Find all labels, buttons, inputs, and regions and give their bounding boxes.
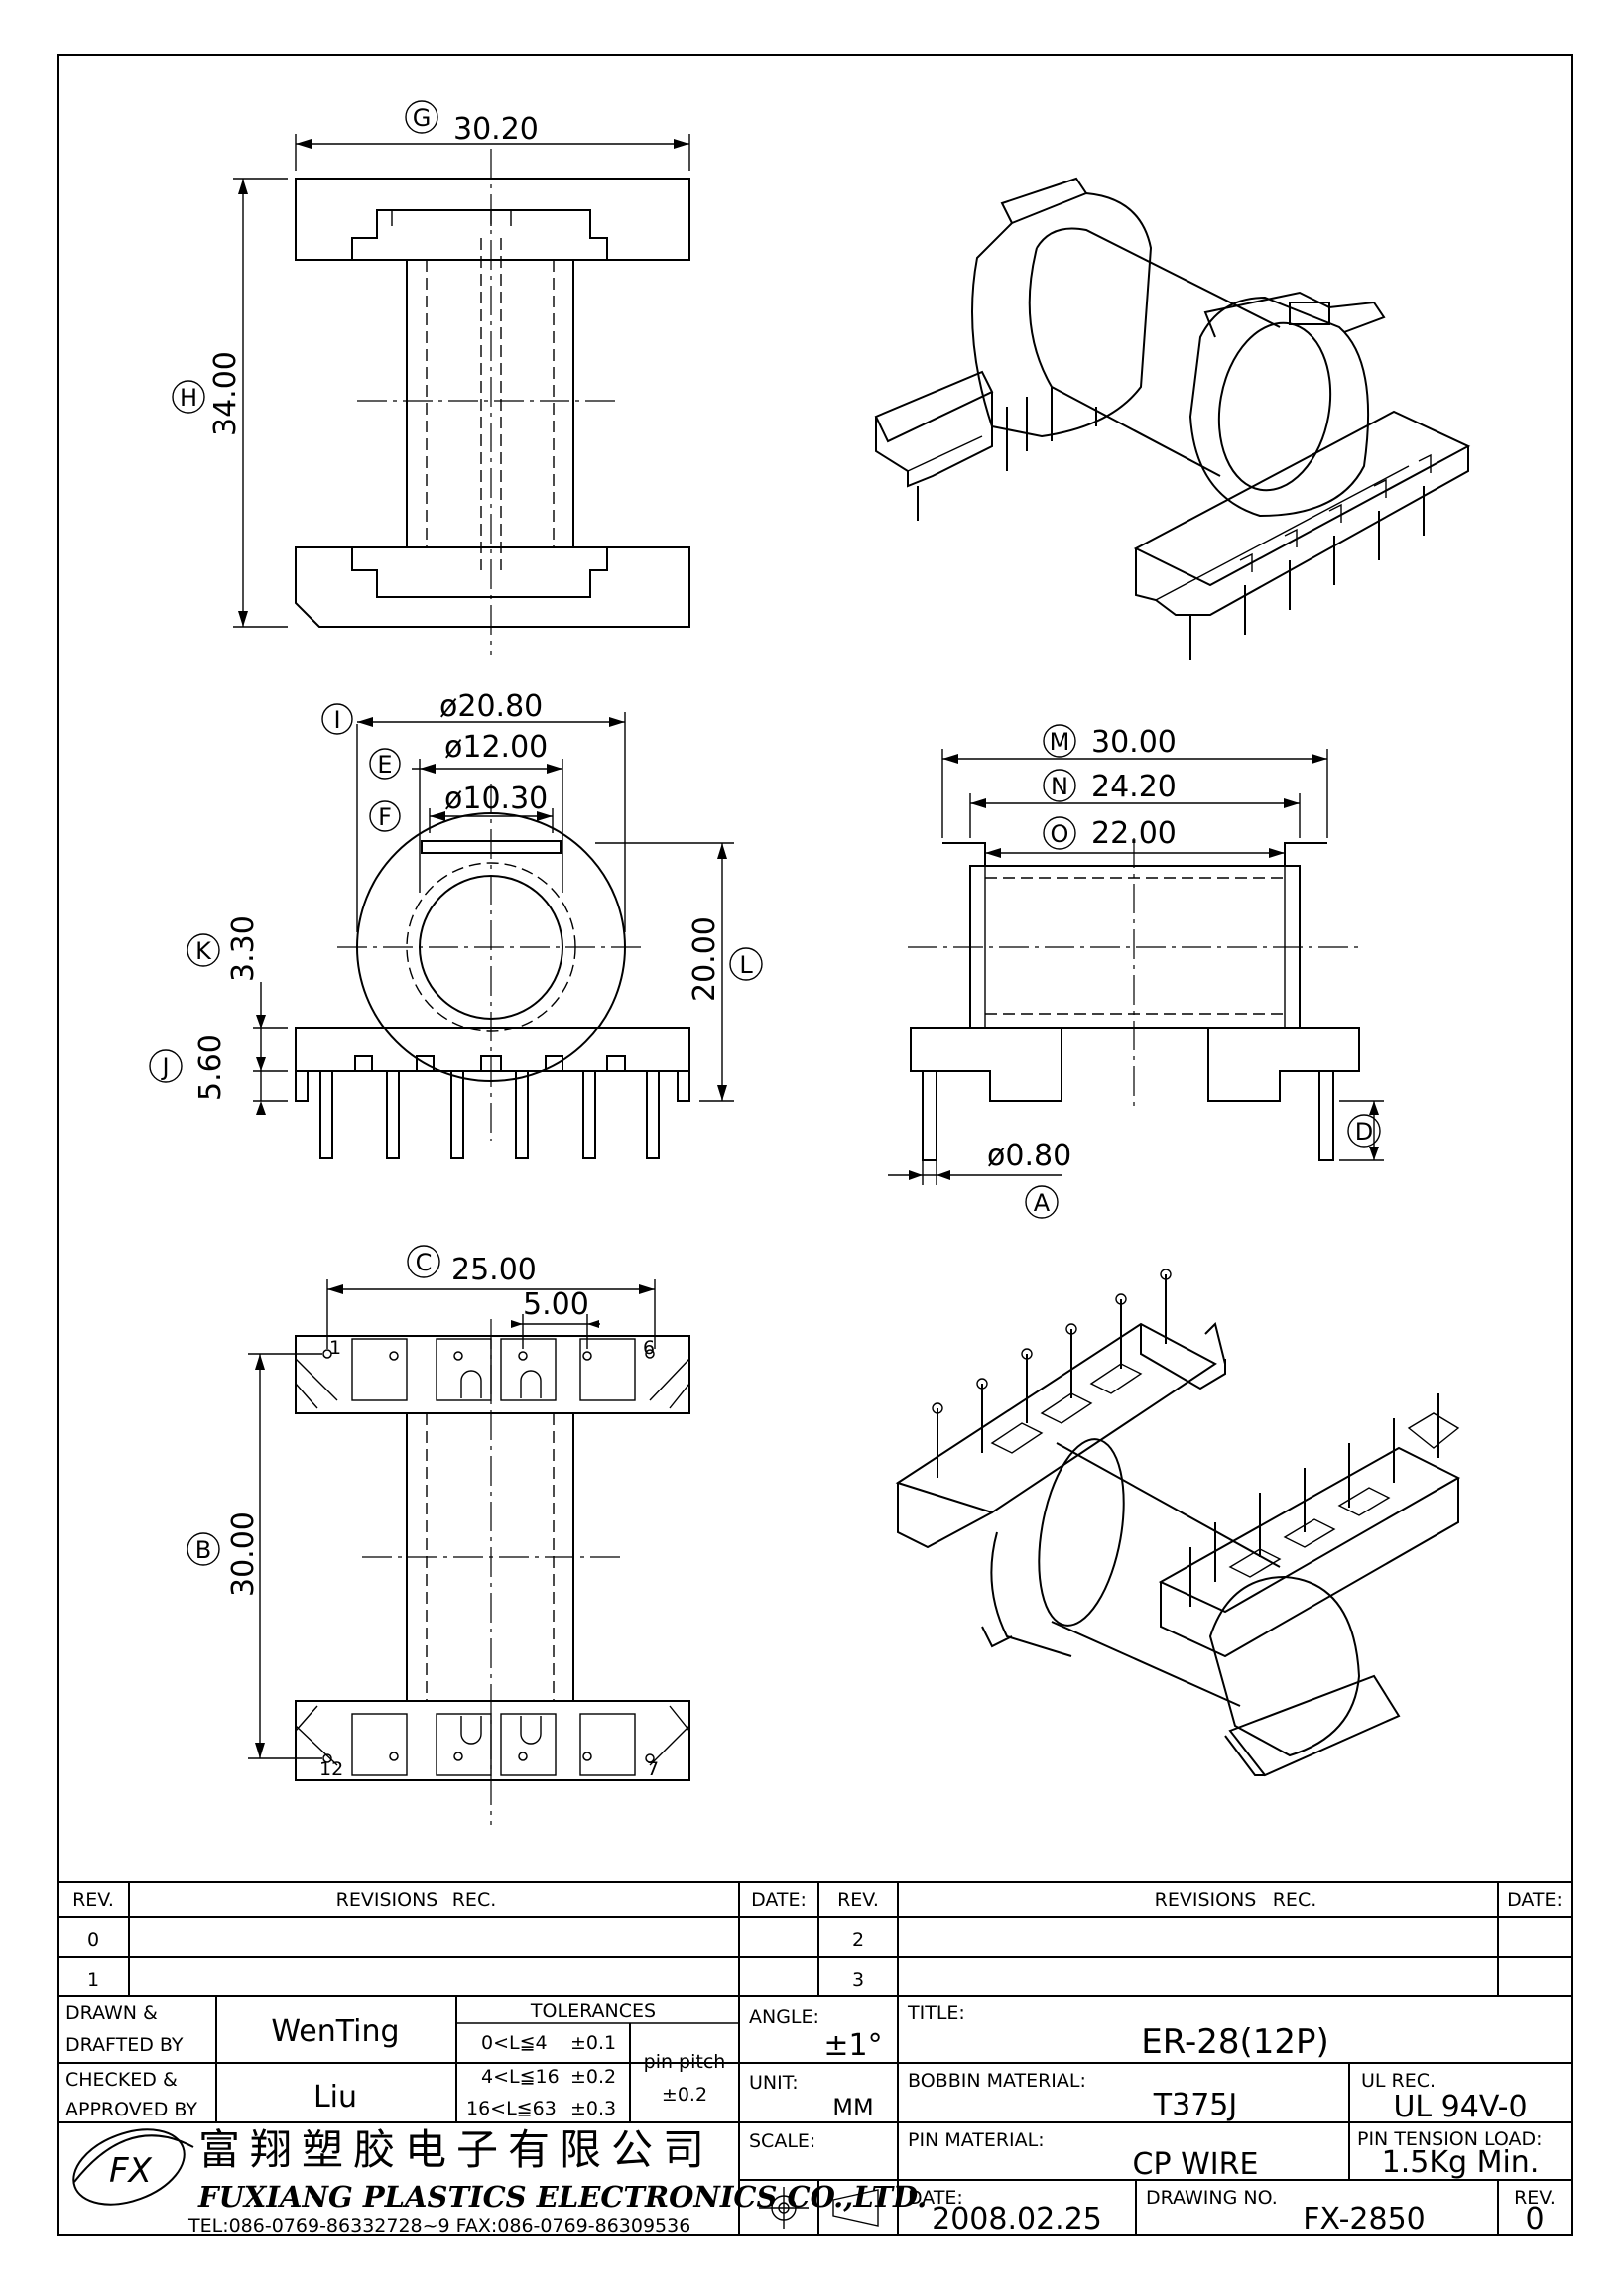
checked-label-2: APPROVED BY [65,2099,197,2120]
pin-number-1: 1 [329,1337,341,1359]
pin-tension-label: PIN TENSION LOAD: [1357,2128,1543,2150]
ul-rec-label: UL REC. [1361,2070,1436,2092]
outer-border [57,54,1573,2236]
dim-B-value: 30.00 [226,1511,261,1597]
view-bottom: 1 6 12 7 C 25.00 5.00 B 30.00 [187,1245,690,1825]
dim-G-tag: G [413,104,432,132]
pin-pitch-tol: ±0.2 [662,2084,707,2106]
date-header-left: DATE: [751,1889,807,1911]
date-header-right: DATE: [1507,1889,1562,1911]
pin-tension-value: 1.5Kg Min. [1382,2145,1540,2180]
dim-E-value: ø12.00 [444,730,548,765]
dim-F-value: ø10.30 [444,782,548,816]
scale-label: SCALE: [749,2130,815,2152]
dim-pitch-value: 5.00 [523,1287,589,1322]
tol-value-1: ±0.2 [570,2066,616,2088]
dim-B-tag: B [195,1536,211,1564]
tol-range-2: 16<L≦63 [466,2098,557,2119]
pin-material-label: PIN MATERIAL: [908,2129,1045,2151]
dim-M-value: 30.00 [1091,725,1177,760]
pin-number-7: 7 [647,1758,659,1780]
revisions-header-left: REVISIONS [336,1889,438,1911]
rev-header-right: REV. [837,1889,879,1911]
drawing-no-label: DRAWING NO. [1146,2187,1278,2209]
checked-label-1: CHECKED & [65,2069,178,2091]
dim-H-value: 34.00 [208,351,243,436]
dim-C-tag: C [416,1249,433,1276]
view-top: G 30.20 H 34.00 [172,100,690,655]
view-side: M 30.00 N 24.20 O 22.00 ø0.80 A D [888,724,1384,1219]
unit-value: MM [832,2094,873,2121]
dim-H-tag: H [180,384,197,412]
date-label: DATE: [908,2187,963,2209]
tol-range-1: 4<L≦16 [481,2066,560,2088]
dim-O-value: 22.00 [1091,816,1177,851]
dim-K-tag: K [195,937,212,965]
dim-A-tag: A [1034,1189,1051,1217]
drawn-label-2: DRAFTED BY [65,2034,184,2056]
rev-header-left: REV. [72,1889,114,1911]
revisions-header-right: REVISIONS [1155,1889,1257,1911]
dim-C-value: 25.00 [451,1253,537,1287]
drawn-by-value: WenTing [271,2014,399,2049]
tol-range-0: 0<L≦4 [481,2032,548,2054]
company-logo: FX [72,2128,194,2206]
drawing-no-value: FX-2850 [1303,2202,1426,2236]
dim-M-tag: M [1050,728,1070,756]
company-contact: TEL:086-0769-86332728~9 FAX:086-0769-863… [187,2215,690,2236]
dim-O-tag: O [1051,820,1069,848]
date-value: 2008.02.25 [932,2202,1102,2236]
view-iso-upper [874,177,1471,660]
logo-text: FX [109,2151,153,2191]
dim-J-tag: J [160,1053,169,1081]
company-name-cn: 富翔塑胶电子有限公司 [198,2125,714,2174]
tol-value-2: ±0.3 [570,2098,616,2119]
dim-I-tag: I [333,706,340,734]
dim-G-value: 30.20 [453,112,539,147]
tol-value-0: ±0.1 [570,2032,616,2054]
title-value: ER-28(12P) [1141,2022,1329,2062]
pin-number-6: 6 [643,1337,655,1359]
drawn-label-1: DRAWN & [65,2002,158,2024]
dim-A-value: ø0.80 [987,1139,1071,1173]
dim-J-value: 5.60 [193,1034,228,1101]
dim-F-tag: F [378,803,392,831]
angle-value: ±1° [823,2028,882,2063]
pin-material-value: CP WIRE [1133,2147,1259,2182]
rev-row-3: 3 [852,1969,864,1991]
rev-row-1: 1 [87,1969,99,1991]
dim-N-tag: N [1051,773,1068,800]
title-block: REV. REVISIONS REC. DATE: REV. REVISIONS… [58,1882,1572,2236]
view-iso-lower [895,1269,1461,1777]
bobbin-material-label: BOBBIN MATERIAL: [908,2070,1086,2092]
ul-rec-value: UL 94V-0 [1393,2090,1527,2124]
dim-E-tag: E [377,751,392,779]
title-label: TITLE: [907,2002,965,2024]
angle-label: ANGLE: [749,2006,819,2028]
rec-header-left: REC. [452,1889,497,1911]
dim-D-tag: D [1355,1118,1373,1146]
view-front: I ø20.80 E ø12.00 F ø10.30 K 3.30 J 5.60 [149,689,763,1159]
dim-L-tag: L [739,951,753,979]
tolerances-title: TOLERANCES [530,2000,656,2022]
dim-N-value: 24.20 [1091,770,1177,804]
dim-I-value: ø20.80 [439,689,543,724]
dim-K-value: 3.30 [226,915,261,982]
rev-label: REV. [1514,2187,1556,2209]
bobbin-material-value: T375J [1153,2088,1237,2122]
pin-pitch-label: pin pitch [644,2051,726,2073]
rev-row-0: 0 [87,1929,99,1951]
projection-symbol [759,2187,879,2229]
dim-L-value: 20.00 [687,916,722,1002]
checked-by-value: Liu [313,2080,357,2115]
company-name-en: FUXIANG PLASTICS ELECTRONICS CO.,LTD. [197,2180,927,2214]
rev-row-2: 2 [852,1929,864,1951]
unit-label: UNIT: [749,2072,799,2094]
pin-number-12: 12 [319,1758,343,1780]
rev-value: 0 [1525,2202,1544,2236]
rec-header-right: REC. [1273,1889,1317,1911]
